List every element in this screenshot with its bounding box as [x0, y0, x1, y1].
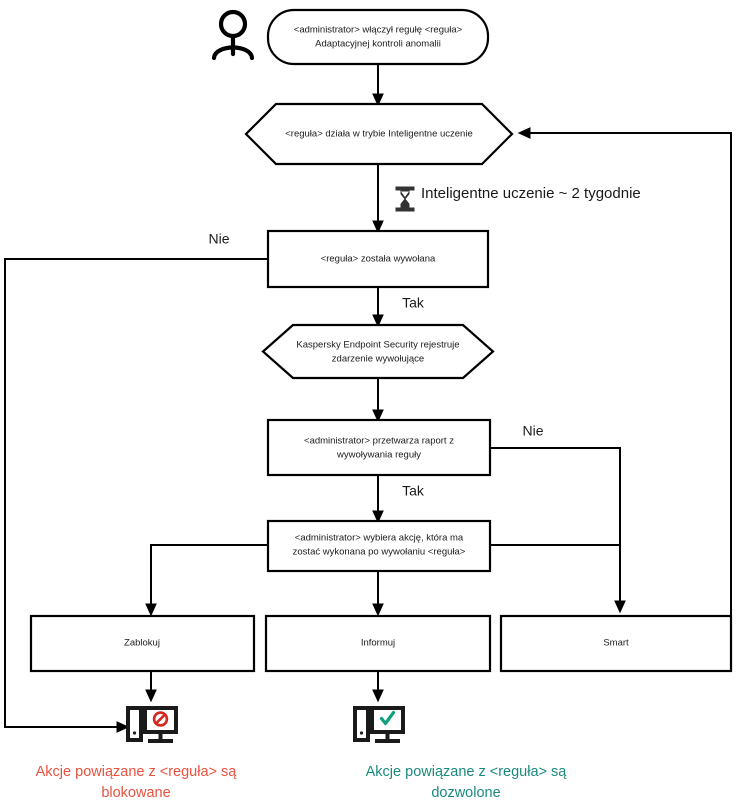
- node-start: <administrator> włączył regułę <reguła> …: [266, 8, 490, 66]
- node-start-line2: Adaptacyjnej kontroli anomalii: [315, 39, 441, 50]
- node-rule-triggered-line1: <reguła> została wywołana: [321, 254, 436, 265]
- outcome-blocked-line2: blokowane: [101, 785, 170, 801]
- edge-admin-action-to-block: [145, 544, 268, 617]
- person-icon: [211, 9, 255, 61]
- edge-admin-report-no-to-smart: [490, 447, 626, 614]
- computer-allowed-icon: [353, 706, 405, 743]
- node-kes-logs-line2: zdarzenie wywołujące: [332, 354, 424, 365]
- node-action-inform-label: Informuj: [361, 638, 395, 649]
- node-admin-report: <administrator> przetwarza raport z wywo…: [266, 418, 492, 477]
- node-rule-triggered: <reguła> została wywołana: [266, 229, 490, 289]
- edge-rule-triggered-no-to-blocked: [4, 258, 268, 733]
- node-admin-action-line2: zostać wykonana po wywołaniu <reguła>: [293, 547, 466, 558]
- edge-smart-loopback-to-smart-mode: [517, 127, 732, 643]
- outcome-allowed-text: Akcje powiązane z <reguła> są dozwolone: [366, 764, 568, 801]
- node-admin-action-line1: <administrator> wybiera akcję, która ma: [295, 533, 464, 544]
- node-kes-logs-line1: Kaspersky Endpoint Security rejestruje: [296, 340, 459, 351]
- learning-note-text: Inteligentne uczenie ~ 2 tygodnie: [421, 185, 641, 202]
- outcome-allowed-line2: dozwolone: [431, 785, 500, 801]
- node-action-block-label: Zablokuj: [124, 638, 160, 649]
- node-action-smart: Smart: [499, 614, 733, 673]
- node-action-inform: Informuj: [264, 614, 492, 673]
- node-kes-logs: Kaspersky Endpoint Security rejestruje z…: [261, 323, 495, 380]
- edge-label-triggered-no: Nie: [208, 231, 229, 247]
- node-smart-mode: <reguła> działa w trybie Inteligentne uc…: [244, 102, 514, 166]
- outcome-blocked-line1: Akcje powiązane z <reguła> są: [36, 764, 238, 780]
- outcome-blocked-text: Akcje powiązane z <reguła> są blokowane: [36, 764, 238, 801]
- outcome-allowed-line1: Akcje powiązane z <reguła> są: [366, 764, 568, 780]
- node-smart-mode-line1: <reguła> działa w trybie Inteligentne uc…: [285, 129, 472, 140]
- hourglass-icon: [395, 186, 415, 212]
- edge-label-report-no: Nie: [522, 423, 543, 439]
- node-action-smart-label: Smart: [603, 638, 629, 649]
- computer-denied-icon: [126, 706, 178, 743]
- node-admin-report-line1: <administrator> przetwarza raport z: [304, 436, 454, 447]
- node-admin-action: <administrator> wybiera akcję, która ma …: [266, 519, 492, 573]
- edge-label-report-yes: Tak: [402, 483, 425, 499]
- node-start-line1: <administrator> włączył regułę <reguła>: [294, 25, 463, 36]
- node-admin-report-line2: wywoływania reguły: [336, 450, 421, 461]
- edge-label-triggered-yes: Tak: [402, 295, 425, 311]
- node-action-block: Zablokuj: [29, 614, 256, 673]
